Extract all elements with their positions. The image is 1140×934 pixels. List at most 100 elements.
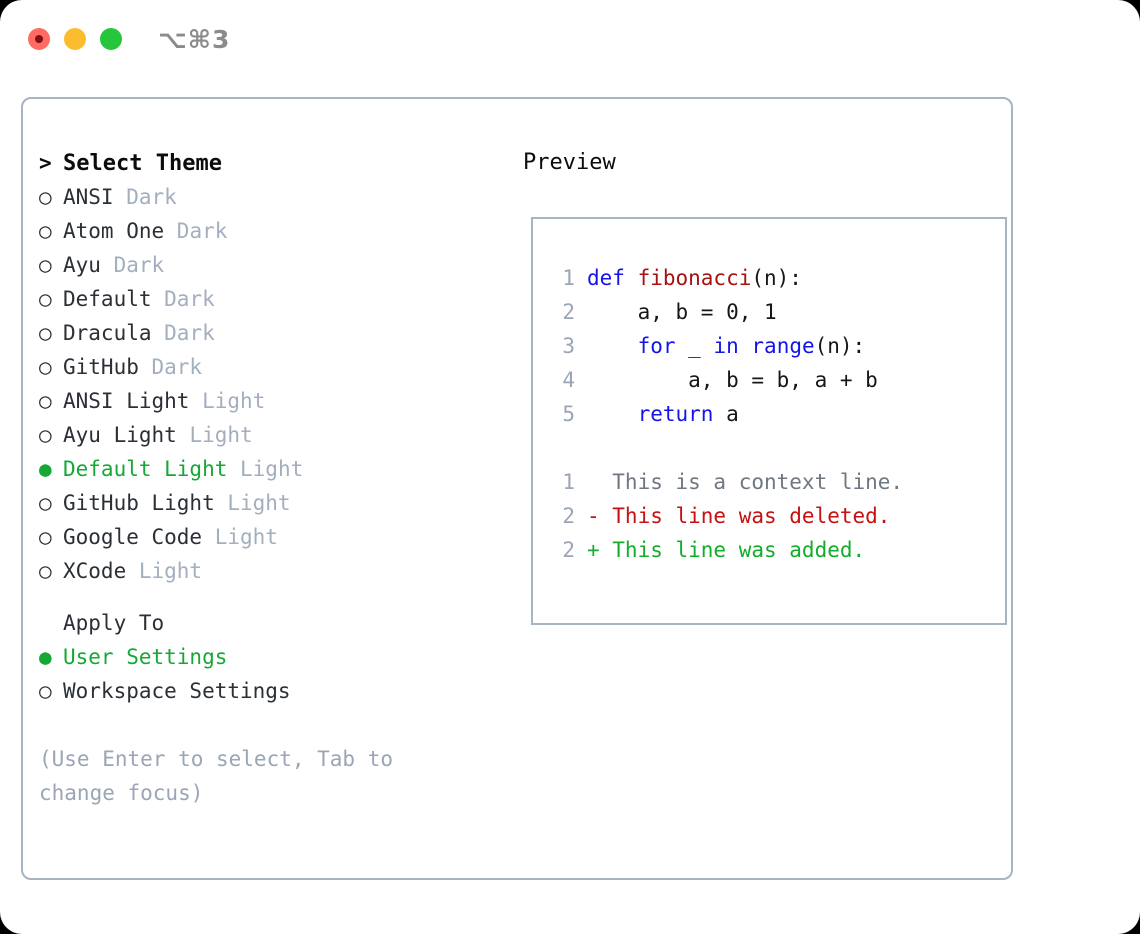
line-number: 4 <box>562 368 575 392</box>
apply-to-heading-label: Apply To <box>63 611 165 635</box>
theme-option-label: ANSI <box>63 185 114 209</box>
theme-option-category: Light <box>126 559 203 583</box>
title-bar: ⌥⌘3 <box>0 0 1140 78</box>
theme-option-github[interactable]: ○ GitHub Dark <box>39 350 503 384</box>
theme-option-ayu[interactable]: ○ Ayu Dark <box>39 248 503 282</box>
radio-unselected-icon: ○ <box>39 389 52 413</box>
radio-selected-icon: ● <box>39 645 52 669</box>
apply-to-option-user-settings[interactable]: ● User Settings <box>39 640 503 674</box>
theme-option-label: GitHub Light <box>63 491 215 515</box>
radio-unselected-icon: ○ <box>39 423 52 447</box>
section-spacer <box>39 588 503 606</box>
diff-line-text: - This line was deleted. <box>587 504 891 528</box>
theme-option-label: Default <box>63 287 152 311</box>
keyboard-hint-text: (Use Enter to select, Tab to change focu… <box>39 747 394 805</box>
traffic-light-group <box>28 28 122 50</box>
radio-unselected-icon: ○ <box>39 491 52 515</box>
theme-option-category: Light <box>189 389 266 413</box>
close-button[interactable] <box>28 28 50 50</box>
line-number: 5 <box>562 402 575 426</box>
theme-list: ○ANSI Dark○Atom One Dark○Ayu Dark○Defaul… <box>39 180 503 588</box>
theme-option-category: Light <box>202 525 278 549</box>
apply-to-option-label: Workspace Settings <box>63 679 291 703</box>
line-number: 2 <box>562 504 575 528</box>
code-token: a, b = 0, 1 <box>587 300 777 324</box>
prompt-caret-icon: > <box>39 151 52 175</box>
radio-unselected-icon: ○ <box>39 355 52 379</box>
line-number: 1 <box>562 470 575 494</box>
theme-option-ansi-light[interactable]: ○ANSI Light Light <box>39 384 503 418</box>
apply-to-heading: Apply To <box>39 606 503 640</box>
radio-unselected-icon: ○ <box>39 525 52 549</box>
diff-line: 2 - This line was deleted. <box>549 499 1005 533</box>
theme-option-default[interactable]: ○ Default Dark <box>39 282 503 316</box>
theme-option-label: GitHub <box>63 355 139 379</box>
radio-unselected-icon: ○ <box>39 219 52 243</box>
theme-option-category: Light <box>227 457 304 481</box>
hint-spacer <box>39 708 503 742</box>
theme-option-label: Google Code <box>63 525 203 549</box>
theme-option-default-light[interactable]: ● Default Light Light <box>39 452 503 486</box>
code-token: range <box>751 334 815 358</box>
theme-option-github-light[interactable]: ○ GitHub Light Light <box>39 486 503 520</box>
theme-option-category: Dark <box>100 253 165 277</box>
minimize-button[interactable] <box>64 28 86 50</box>
code-token: for <box>637 334 676 358</box>
theme-option-label: Ayu <box>63 253 101 277</box>
maximize-button[interactable] <box>100 28 122 50</box>
theme-option-xcode[interactable]: ○XCode Light <box>39 554 503 588</box>
code-line: 3 for _ in range(n): <box>549 329 1005 363</box>
code-token: def <box>587 266 638 290</box>
code-token: (n): <box>751 266 802 290</box>
code-line: 2 a, b = 0, 1 <box>549 295 1005 329</box>
code-token <box>587 402 638 426</box>
theme-option-label: Ayu Light <box>63 423 177 447</box>
theme-option-label: Default Light <box>63 457 228 481</box>
diff-line-text: + This line was added. <box>587 538 866 562</box>
theme-option-atom-one[interactable]: ○Atom One Dark <box>39 214 503 248</box>
theme-option-category: Light <box>214 491 291 515</box>
theme-option-label: Dracula <box>63 321 152 345</box>
code-token: a <box>713 402 739 426</box>
diff-line-text: This is a context line. <box>587 470 904 494</box>
code-token: (n): <box>814 334 866 358</box>
radio-unselected-icon: ○ <box>39 321 52 345</box>
theme-option-category: Dark <box>113 185 177 209</box>
line-number: 3 <box>562 334 575 358</box>
theme-option-category: Dark <box>151 287 215 311</box>
line-number: 1 <box>562 266 575 290</box>
theme-option-google-code[interactable]: ○ Google Code Light <box>39 520 503 554</box>
code-token: a, b = b, a + b <box>587 368 878 392</box>
radio-unselected-icon: ○ <box>39 253 52 277</box>
apply-to-list: ● User Settings ○Workspace Settings <box>39 640 503 708</box>
window-shortcut-label: ⌥⌘3 <box>158 24 231 54</box>
theme-option-ayu-light[interactable]: ○ Ayu Light Light <box>39 418 503 452</box>
preview-heading: Preview <box>523 150 616 175</box>
radio-selected-icon: ● <box>39 457 52 481</box>
select-theme-heading: > Select Theme <box>39 146 503 180</box>
radio-unselected-icon: ○ <box>39 287 52 311</box>
code-token: in <box>713 334 739 358</box>
diff-line: 1 This is a context line. <box>549 465 1005 499</box>
radio-unselected-icon: ○ <box>39 559 52 583</box>
code-line: 4 a, b = b, a + b <box>549 363 1005 397</box>
code-line: 5 return a <box>549 397 1005 431</box>
code-token: return <box>637 402 714 426</box>
apply-to-option-label: User Settings <box>63 645 228 669</box>
code-token: _ <box>675 334 714 358</box>
theme-option-label: Atom One <box>63 219 165 243</box>
select-theme-heading-label: Select Theme <box>63 151 222 176</box>
theme-option-category: Dark <box>138 355 203 379</box>
apply-to-option-workspace-settings[interactable]: ○Workspace Settings <box>39 674 503 708</box>
theme-option-category: Light <box>176 423 253 447</box>
line-number: 2 <box>562 300 575 324</box>
theme-option-dracula[interactable]: ○ Dracula Dark <box>39 316 503 350</box>
theme-option-category: Dark <box>151 321 215 345</box>
theme-option-ansi[interactable]: ○ANSI Dark <box>39 180 503 214</box>
diff-sample: 1 This is a context line. 2 - This line wa… <box>549 465 1005 567</box>
